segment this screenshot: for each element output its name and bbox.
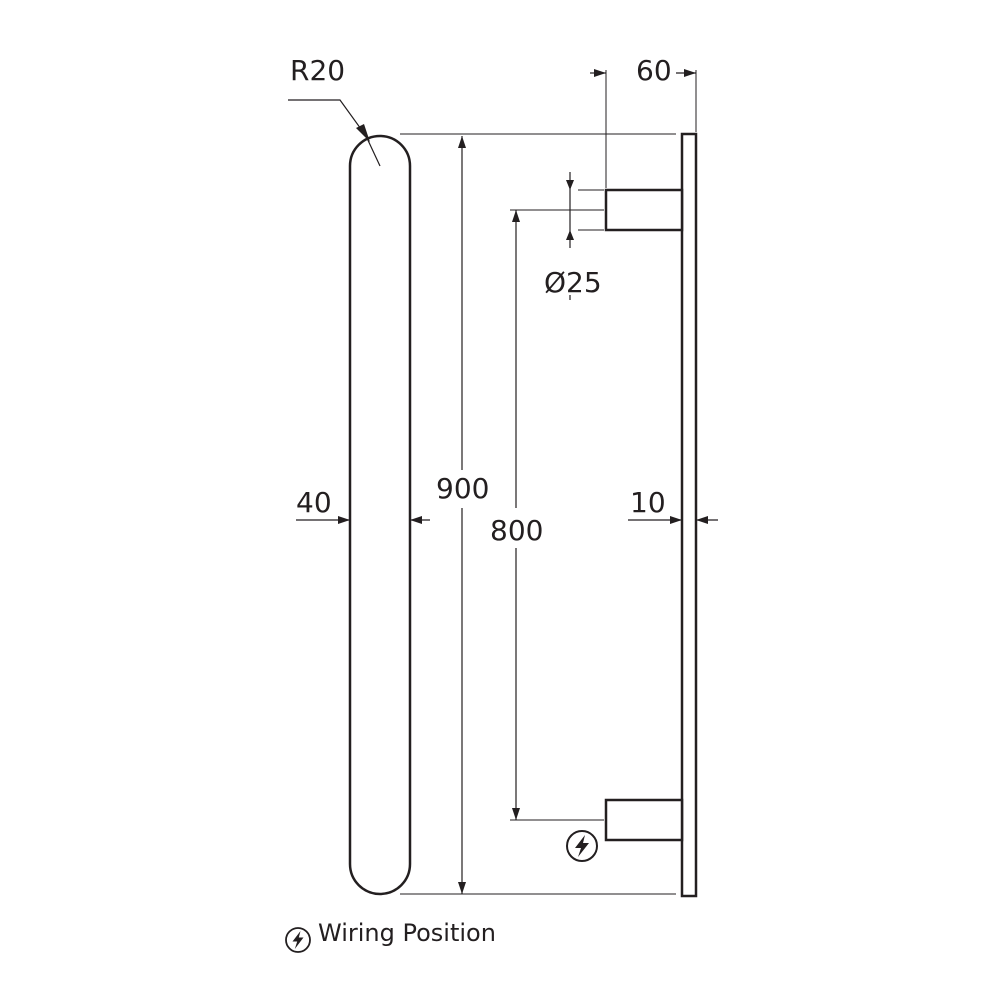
- bar-width-dimension: 40: [296, 486, 430, 524]
- extension-lines: [400, 70, 697, 895]
- centers-dimension: 800: [490, 210, 543, 820]
- handle-bar-front-view: [348, 134, 412, 896]
- plate-thickness-label: 10: [630, 486, 666, 519]
- legend-label: Wiring Position: [318, 919, 496, 947]
- centers-label: 800: [490, 514, 543, 547]
- radius-dimension: R20: [288, 54, 381, 167]
- standoff-top: [604, 188, 684, 232]
- lightning-bolt-icon: [285, 927, 311, 953]
- overall-length-dimension: 900: [436, 136, 489, 894]
- diameter-label: Ø25: [544, 266, 602, 299]
- standoff-bottom: [604, 798, 684, 842]
- plate-thickness-dimension: 10: [628, 486, 718, 524]
- mounting-plate: [680, 132, 698, 898]
- bar-width-label: 40: [296, 486, 332, 519]
- diameter-dimension: Ø25: [544, 172, 602, 300]
- radius-label: R20: [290, 54, 345, 87]
- legend: Wiring Position: [285, 919, 496, 953]
- overall-length-label: 900: [436, 472, 489, 505]
- standoff-label: 60: [636, 54, 672, 87]
- lightning-bolt-icon: [566, 830, 598, 862]
- standoff-dimension: 60: [590, 54, 696, 87]
